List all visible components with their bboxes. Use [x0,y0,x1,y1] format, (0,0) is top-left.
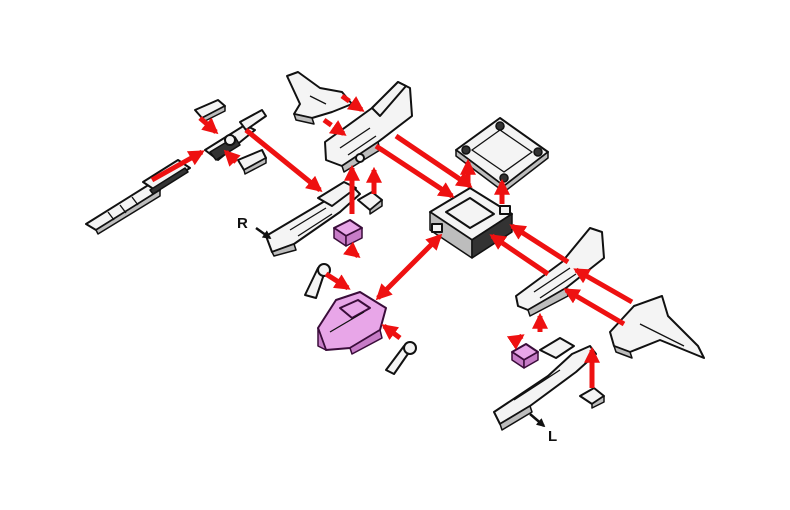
right-pink-connector-part [333,219,363,247]
rifle-clip-part [237,149,267,175]
cockpit-arm-right-part [385,341,417,375]
pink-cockpit-part [317,291,387,355]
arrow-body-to-left-leg-b [509,223,570,265]
left-direction-arrow [529,413,546,428]
upper-leg-part [324,81,413,173]
left-side-indicator: L [529,413,557,445]
left-small-joint-part [579,387,605,409]
right-side-label: R [237,215,248,232]
right-side-indicator: R [237,215,272,240]
left-wing-part [609,295,705,359]
left-side-label: L [548,428,557,445]
rifle-barrel-part [85,159,191,235]
arrow-clip-to-grip [223,149,241,167]
assembly-arrows [150,93,634,388]
arrow-arm-right-to-cockpit [381,324,402,341]
right-direction-arrow [255,226,272,240]
arrow-cap-to-grip [198,116,219,135]
left-pink-connector-part [511,343,539,369]
rifle-grip-part [204,109,267,161]
arrow-pink-left [506,333,525,350]
arrow-leg-to-wing-a [573,267,634,305]
arrow-upper-leg-to-body-a [374,143,455,199]
arrow-wing-to-leg-a [322,117,347,137]
arrow-arm-to-cockpit [324,271,351,291]
arrow-grip-to-leg [244,128,323,193]
arrow-pink-connector [343,241,361,258]
left-lower-leg-part [493,337,597,431]
arrow-cockpit-to-body [375,233,443,301]
right-lower-leg-part [265,181,361,257]
arrow-wing-to-leg-b [340,93,365,113]
arrow-body-to-left-leg-a [489,233,550,277]
upper-wing-part [286,71,353,125]
right-joint-piece [357,191,383,215]
arrow-upper-leg-to-body-b [394,133,473,189]
cockpit-arm-left-part [304,263,331,299]
arrow-leg-to-wing-b [563,287,626,327]
arrow-barrel-to-grip [150,149,205,183]
